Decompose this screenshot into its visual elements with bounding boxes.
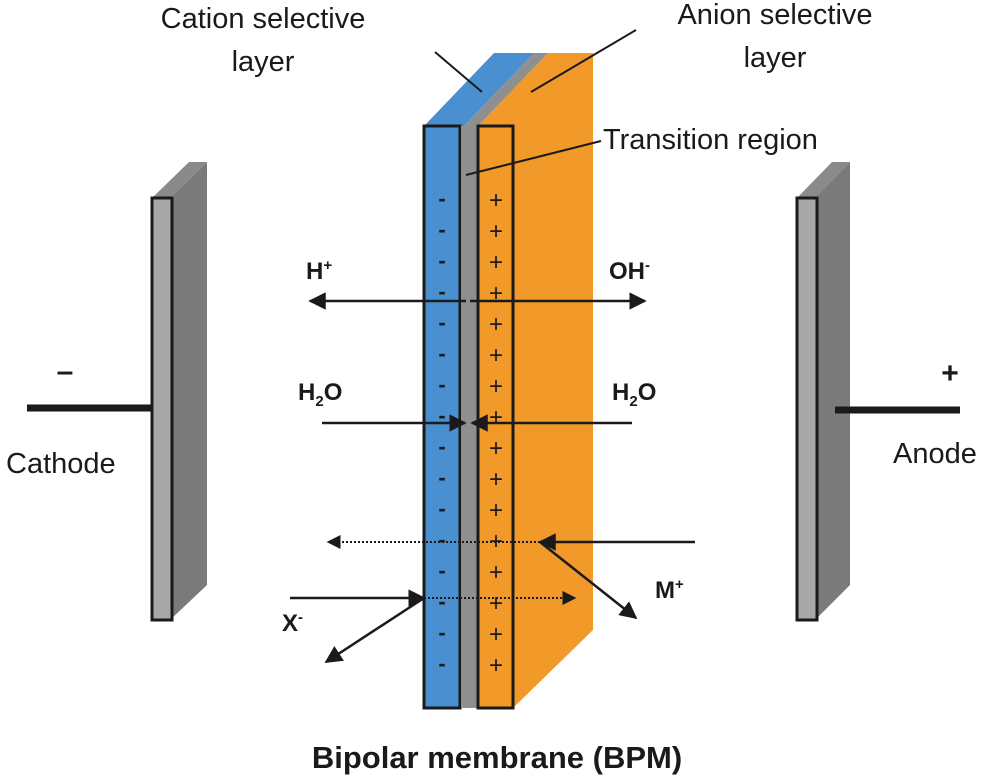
positive-charge: + bbox=[489, 187, 503, 214]
water-right-base: H bbox=[612, 379, 629, 406]
positive-charge: + bbox=[489, 311, 503, 338]
negative-charge: - bbox=[438, 341, 445, 366]
positive-charge: + bbox=[489, 652, 503, 679]
positive-charge: + bbox=[489, 497, 503, 524]
water-left-label: H2O bbox=[298, 379, 342, 410]
h-plus-label: H+ bbox=[306, 257, 332, 285]
negative-charge: - bbox=[438, 248, 445, 273]
anion-layer-label-line1: Anion selective bbox=[677, 0, 872, 31]
positive-charge: + bbox=[489, 435, 503, 462]
negative-charge: - bbox=[438, 527, 445, 552]
positive-charge: + bbox=[489, 404, 503, 431]
anion-x-sup: - bbox=[298, 609, 303, 626]
negative-charge: - bbox=[438, 434, 445, 459]
negative-charge: - bbox=[438, 496, 445, 521]
negative-charge: - bbox=[438, 465, 445, 490]
positive-charge: + bbox=[489, 466, 503, 493]
negative-charge: - bbox=[438, 589, 445, 614]
cathode-electrode bbox=[27, 162, 207, 622]
positive-charge: + bbox=[489, 249, 503, 276]
cation-layer-label-line2: layer bbox=[232, 46, 295, 78]
negative-charge: - bbox=[438, 620, 445, 645]
h-plus-sup: + bbox=[323, 257, 332, 274]
transition-region-label: Transition region bbox=[603, 124, 818, 156]
cathode-side-face bbox=[170, 162, 207, 620]
positive-charge: + bbox=[489, 590, 503, 617]
bpm-title: Bipolar membrane (BPM) bbox=[312, 740, 682, 775]
anode-top-face bbox=[797, 162, 850, 198]
negative-charge: - bbox=[438, 372, 445, 397]
anode-sign: + bbox=[941, 357, 959, 390]
negative-charge: - bbox=[438, 217, 445, 242]
water-right-tail: O bbox=[638, 379, 657, 406]
positive-charge: + bbox=[489, 218, 503, 245]
anion-layer-leader bbox=[530, 29, 637, 93]
cation-layer-charges: - - - - - - - - - - - - - - - - bbox=[438, 186, 445, 676]
oh-minus-sup: - bbox=[645, 257, 650, 274]
h-plus-base: H bbox=[306, 258, 323, 285]
anion-x-base: X bbox=[282, 610, 298, 637]
transition-region-leader bbox=[465, 140, 602, 176]
oh-minus-base: OH bbox=[609, 258, 645, 285]
anode-electrode bbox=[795, 162, 960, 622]
cation-layer-label-line1: Cation selective bbox=[161, 3, 366, 35]
cation-layer-leader bbox=[434, 51, 483, 93]
positive-charge: + bbox=[489, 280, 503, 307]
anion-layer-label-line2: layer bbox=[744, 42, 807, 74]
transition-top bbox=[464, 53, 548, 126]
negative-charge: - bbox=[438, 186, 445, 211]
cathode-sign: – bbox=[57, 355, 74, 388]
bipolar-membrane: ---------------- ++++++++++++++++ bbox=[422, 53, 593, 710]
cation-m-sup: + bbox=[675, 576, 684, 593]
water-right-label: H2O bbox=[612, 379, 656, 410]
water-left-tail: O bbox=[324, 379, 343, 406]
anion-layer-charges: ++++++++++++++++ bbox=[489, 187, 503, 679]
anion-x-label: X- bbox=[282, 609, 303, 637]
water-left-sub: 2 bbox=[315, 393, 323, 410]
negative-charge: - bbox=[438, 310, 445, 335]
cation-m-base: M bbox=[655, 577, 675, 604]
positive-charge: + bbox=[489, 559, 503, 586]
negative-charge: - bbox=[438, 279, 445, 304]
negative-charge: - bbox=[438, 558, 445, 583]
anode-label: Anode bbox=[893, 438, 977, 470]
cathode-top-face bbox=[152, 162, 207, 198]
cathode-front-face bbox=[150, 196, 174, 622]
negative-charge: - bbox=[438, 651, 445, 676]
positive-charge: + bbox=[489, 373, 503, 400]
anode-front-face bbox=[795, 196, 819, 622]
anion-deflect-arrow bbox=[324, 596, 425, 664]
oh-minus-label: OH- bbox=[609, 257, 650, 285]
positive-charge: + bbox=[489, 342, 503, 369]
transition-region-front bbox=[461, 126, 478, 708]
anode-side-face bbox=[815, 162, 850, 620]
cathode-label: Cathode bbox=[6, 448, 116, 480]
cation-deflect-arrow bbox=[539, 541, 638, 620]
water-right-sub: 2 bbox=[629, 393, 637, 410]
negative-charge: - bbox=[438, 403, 445, 428]
positive-charge: + bbox=[489, 621, 503, 648]
water-left-base: H bbox=[298, 379, 315, 406]
cation-m-label: M+ bbox=[655, 576, 684, 604]
